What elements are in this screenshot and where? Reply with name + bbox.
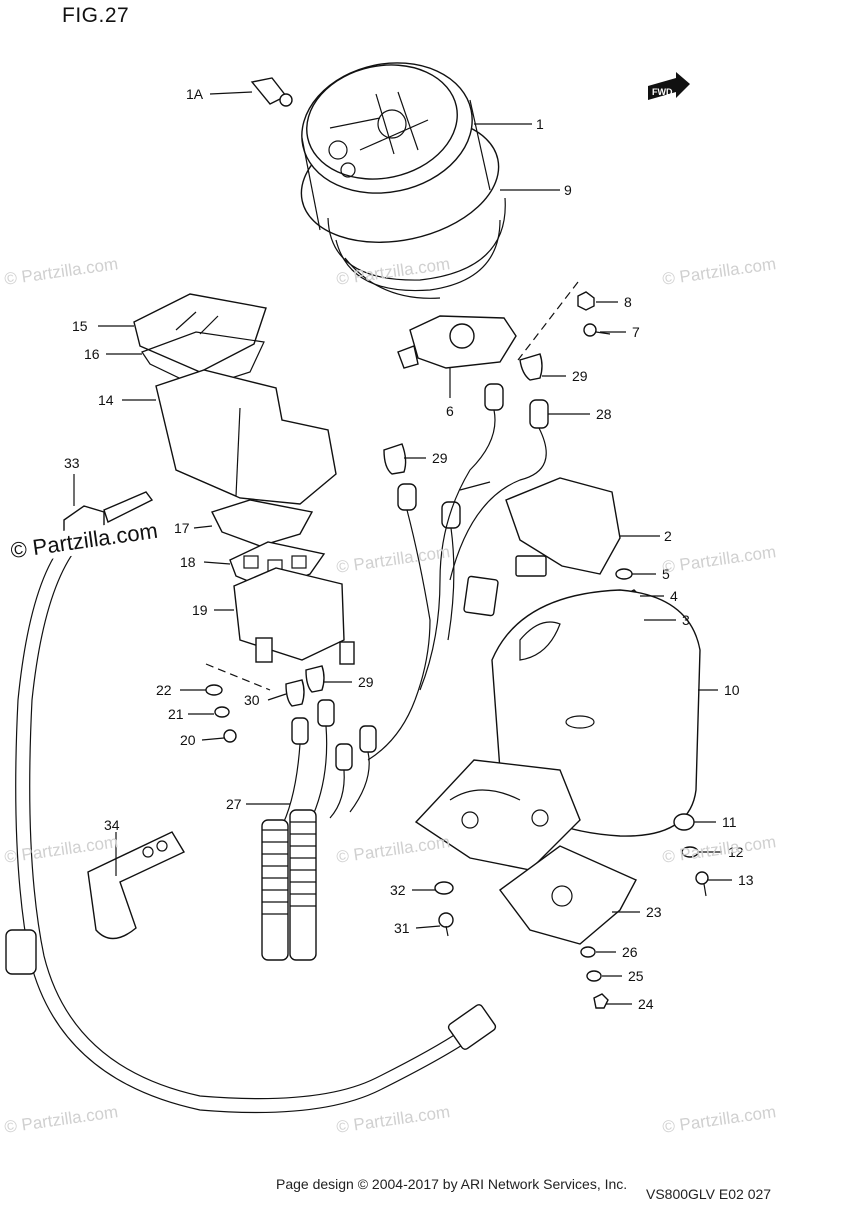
callout-22: 22: [156, 682, 172, 698]
callout-31: 31: [394, 920, 410, 936]
callout-20: 20: [180, 732, 196, 748]
part-13-bolt: [695, 871, 709, 897]
part-25-washer: [586, 970, 602, 982]
part-16-gasket: [141, 331, 265, 389]
part-27-harness: [261, 699, 416, 961]
assembly-line: [517, 281, 579, 361]
leader-lines: [73, 91, 732, 1005]
callout-17: 17: [174, 520, 190, 536]
part-20-screw: [223, 729, 237, 743]
part-2-bracket: [505, 477, 621, 577]
callout-10: 10: [724, 682, 740, 698]
callout-labels: 1A 1 9 8 7 29 6 28 15 16 14 29 33 2 17 5…: [64, 86, 754, 1012]
callout-34: 34: [104, 817, 120, 833]
callout-21: 21: [168, 706, 184, 722]
part-8-screw: [577, 291, 595, 311]
callout-6: 6: [446, 403, 454, 419]
callout-19: 19: [192, 602, 208, 618]
part-17-cover: [211, 499, 314, 547]
callout-29: 29: [358, 674, 374, 690]
footer-copyright: Page design © 2004-2017 by ARI Network S…: [276, 1176, 628, 1192]
part-9-housing: [327, 197, 506, 299]
callout-1: 1: [536, 116, 544, 132]
callout-18: 18: [180, 554, 196, 570]
callout-26: 26: [622, 944, 638, 960]
callout-33: 33: [64, 455, 80, 471]
assembly-line: [205, 663, 271, 691]
part-21-washer: [214, 706, 230, 718]
callout-32: 32: [390, 882, 406, 898]
callout-8: 8: [624, 294, 632, 310]
part-5-washer: [615, 568, 633, 580]
callout-12: 12: [728, 844, 744, 860]
part-7-screw: [583, 323, 611, 337]
part-32-washer: [434, 881, 454, 895]
part-19-socket-housing: [233, 567, 355, 665]
fwd-direction-badge: FWD: [648, 72, 690, 100]
callout-29: 29: [572, 368, 588, 384]
part-24-bolt: [593, 993, 609, 1009]
callout-15: 15: [72, 318, 88, 334]
part-29-bulb: [519, 353, 543, 381]
part-14-housing: [155, 369, 337, 505]
callout-25: 25: [628, 968, 644, 984]
part-11-grommet: [673, 813, 695, 831]
callout-13: 13: [738, 872, 754, 888]
callout-5: 5: [662, 566, 670, 582]
part-31-bolt: [438, 912, 454, 937]
callout-24: 24: [638, 996, 654, 1012]
callout-2: 2: [664, 528, 672, 544]
part-29-bulb: [305, 665, 325, 693]
connector: [463, 575, 499, 617]
callout-16: 16: [84, 346, 100, 362]
callout-30: 30: [244, 692, 260, 708]
part-6-switch: [397, 315, 517, 369]
callout-23: 23: [646, 904, 662, 920]
callout-3: 3: [682, 612, 690, 628]
part-26-washer: [580, 946, 596, 958]
part-28-socket: [397, 383, 549, 701]
callout-14: 14: [98, 392, 114, 408]
callout-7: 7: [632, 324, 640, 340]
callout-1a: 1A: [186, 86, 204, 102]
part-23-bracket: [499, 845, 637, 945]
part-30-bulb: [285, 679, 305, 707]
callout-9: 9: [564, 182, 572, 198]
diagram-code: VS800GLV E02 027: [646, 1186, 772, 1202]
callout-4: 4: [670, 588, 678, 604]
callout-28: 28: [596, 406, 612, 422]
callout-11: 11: [722, 814, 737, 830]
svg-text:FWD: FWD: [652, 87, 673, 97]
part-34-clamp: [87, 831, 185, 940]
part-22-washer: [205, 684, 223, 696]
part-1a-bulb: [250, 77, 293, 107]
part-mount-bracket: [414, 759, 581, 871]
part-1-speedometer: [300, 62, 500, 243]
part-29-bulb: [383, 443, 407, 475]
callout-27: 27: [226, 796, 242, 812]
figure-title: FIG.27: [62, 4, 130, 27]
callout-29: 29: [432, 450, 448, 466]
